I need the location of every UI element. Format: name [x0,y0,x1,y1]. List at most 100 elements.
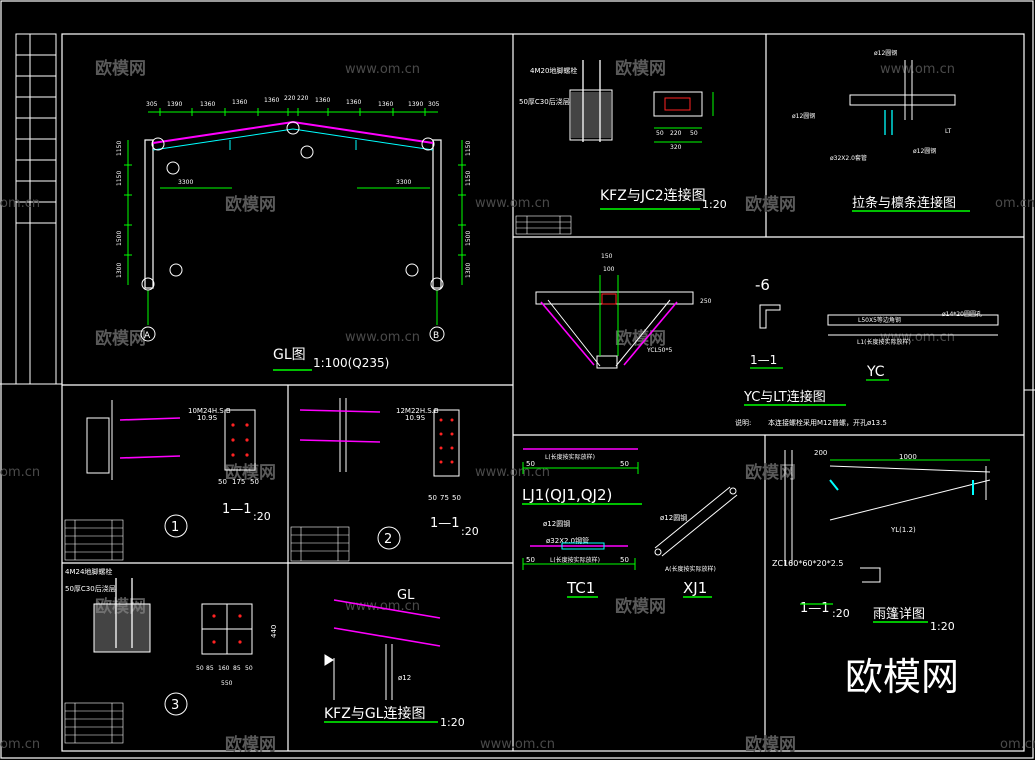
detail3-height: 440 [270,625,278,638]
watermark-url: www.om.cn [345,62,420,77]
yc-lt-detail: 150 100 250 YCL50*5 -6 1—1 L50X5等边角钢 ø14… [535,253,999,427]
canopy-left-dim: 200 [814,449,827,457]
lj-dim: 50 [620,460,629,468]
detail2-grade: 10.9S [405,414,426,422]
dim-right: 1150 [465,171,472,186]
detail3-bolts: 4M24地脚螺栓 [65,567,112,576]
detail1-bolts: 10M24H.S.B [188,407,231,415]
dim-top: 305 [428,101,440,108]
dim-top: 1390 [167,101,182,108]
yc-dim: 250 [700,298,712,305]
detail1-dim: 50 [218,478,227,486]
detail2-label: 2 [384,532,392,547]
lj-dim: 50 [526,460,535,468]
watermark-url: om.cn [0,465,40,480]
latiao-label: LT [945,128,952,135]
watermark-url: om.cn [1000,737,1035,752]
watermark-url: www.om.cn [345,599,420,614]
gl-portal-frame: 305 1390 1360 1360 1360 220 220 1360 136… [116,95,472,371]
detail2-dim: 75 [440,494,449,502]
detail1-label: 1 [171,520,179,535]
jc2-base-note: 50厚C30后浇层 [519,97,570,106]
canopy-span: 1000 [899,453,917,461]
dim-top: 220 [284,95,296,102]
dim-top: 220 [297,95,309,102]
yc-lt-title: YC与LT连接图 [743,389,826,405]
dim-top: 305 [146,101,158,108]
kfz-gl-note: ø12 [398,674,411,682]
lj-length: L(长度按实际放样) [545,453,595,461]
canopy-section: 1—1 [800,601,830,616]
jc2-dim: 50 [690,130,698,137]
kfz-gl-detail: GL ø12 KFZ与GL连接图 1:20 [324,588,465,729]
detail3-base: 50厚C30后浇层 [65,584,116,593]
xj-title: XJ1 [683,579,707,597]
detail1-dim: 50 [250,478,259,486]
dim-span: 3300 [396,179,411,186]
watermark-layer: 欧模网 www.om.cn 欧模网 www.om.cn 欧模网 www.om.c… [0,58,1035,755]
kfz-jc2-scale: 1:20 [702,198,727,211]
gl-scale: 1:100(Q235) [313,356,389,370]
latiao-detail: ø12圆钢 ø12圆钢 ø32X2.0套管 ø12圆钢 LT 拉条与檩条连接图 [792,49,970,212]
watermark-cn: 欧模网 [95,58,146,79]
dim-left: 1500 [116,231,123,246]
gl-title: GL图 [273,347,306,363]
brand-watermark: 欧模网 [845,655,959,699]
jc2-dim: 320 [670,144,682,151]
xj-rod: ø12圆钢 [660,513,687,522]
watermark-url: om.cn [0,196,40,211]
latiao-label: ø32X2.0套管 [830,154,867,162]
dim-top: 1360 [264,97,279,104]
canopy-scale: 1:20 [930,620,955,633]
detail3-dim: 160 [218,665,230,672]
yc-member: L50X5等边角钢 [858,316,901,324]
dim-right: 1300 [465,263,472,278]
tc-rod: ø12圆钢 [543,519,570,528]
dim-top: 1360 [200,101,215,108]
latiao-title: 拉条与檩条连接图 [852,195,956,211]
dim-top: 1390 [408,101,423,108]
watermark-url: om.cn [995,196,1035,211]
dim-span: 3300 [178,179,193,186]
detail3-dim: 50 [245,665,253,672]
detail2-bolts: 12M22H.S.B [396,407,439,415]
detail3-dim: 85 [233,665,241,672]
dim-top: 1360 [315,97,330,104]
canopy-title: 雨篷详图 [873,607,925,622]
latiao-label: ø12圆钢 [913,147,936,155]
tc-dim: 50 [526,556,535,564]
axis-b-label: B [433,331,439,341]
watermark-url: www.om.cn [880,62,955,77]
detail3-dim: 85 [206,665,214,672]
axis-a-label: A [144,331,151,341]
yc-note: 本连接螺栓采用M12普螺，开孔ø13.5 [768,418,887,427]
yc-label: YC [866,364,885,380]
watermark-cn: 欧模网 [745,194,796,215]
yc-note-label: 说明: [735,418,751,427]
watermark-cn: 欧模网 [225,194,276,215]
tc-title: TC1 [566,579,595,597]
latiao-label: ø12圆钢 [874,49,897,57]
watermark-cn: 欧模网 [95,328,146,349]
dim-top: 1360 [346,99,361,106]
watermark-cn: 欧模网 [225,734,276,755]
kfz-gl-member: GL [397,588,415,603]
dim-left: 1150 [116,171,123,186]
canopy-detail: 200 1000 YL(1.2) ZC160*60*20*2.5 1—1 :20… [772,449,991,633]
tc-length: L(长度按实际放样) [550,556,600,564]
dim-top: 1360 [378,101,393,108]
detail1-section: 1—1 [222,502,252,517]
yc-dim: 150 [601,253,613,260]
canopy-section-scale: :20 [832,607,850,620]
watermark-url: www.om.cn [475,196,550,211]
jc2-dim: 50 [656,130,664,137]
yc-section-mark: 1—1 [750,353,777,367]
watermark-cn: 欧模网 [615,58,666,79]
detail2-dim: 50 [428,494,437,502]
watermark-cn: 欧模网 [745,734,796,755]
detail1-grade: 10.9S [197,414,218,422]
detail-3: 4M24地脚螺栓 50厚C30后浇层 50 85 160 85 50 550 4… [64,567,278,744]
title-block-grid [0,33,1035,391]
latiao-label: ø12圆钢 [792,112,815,120]
